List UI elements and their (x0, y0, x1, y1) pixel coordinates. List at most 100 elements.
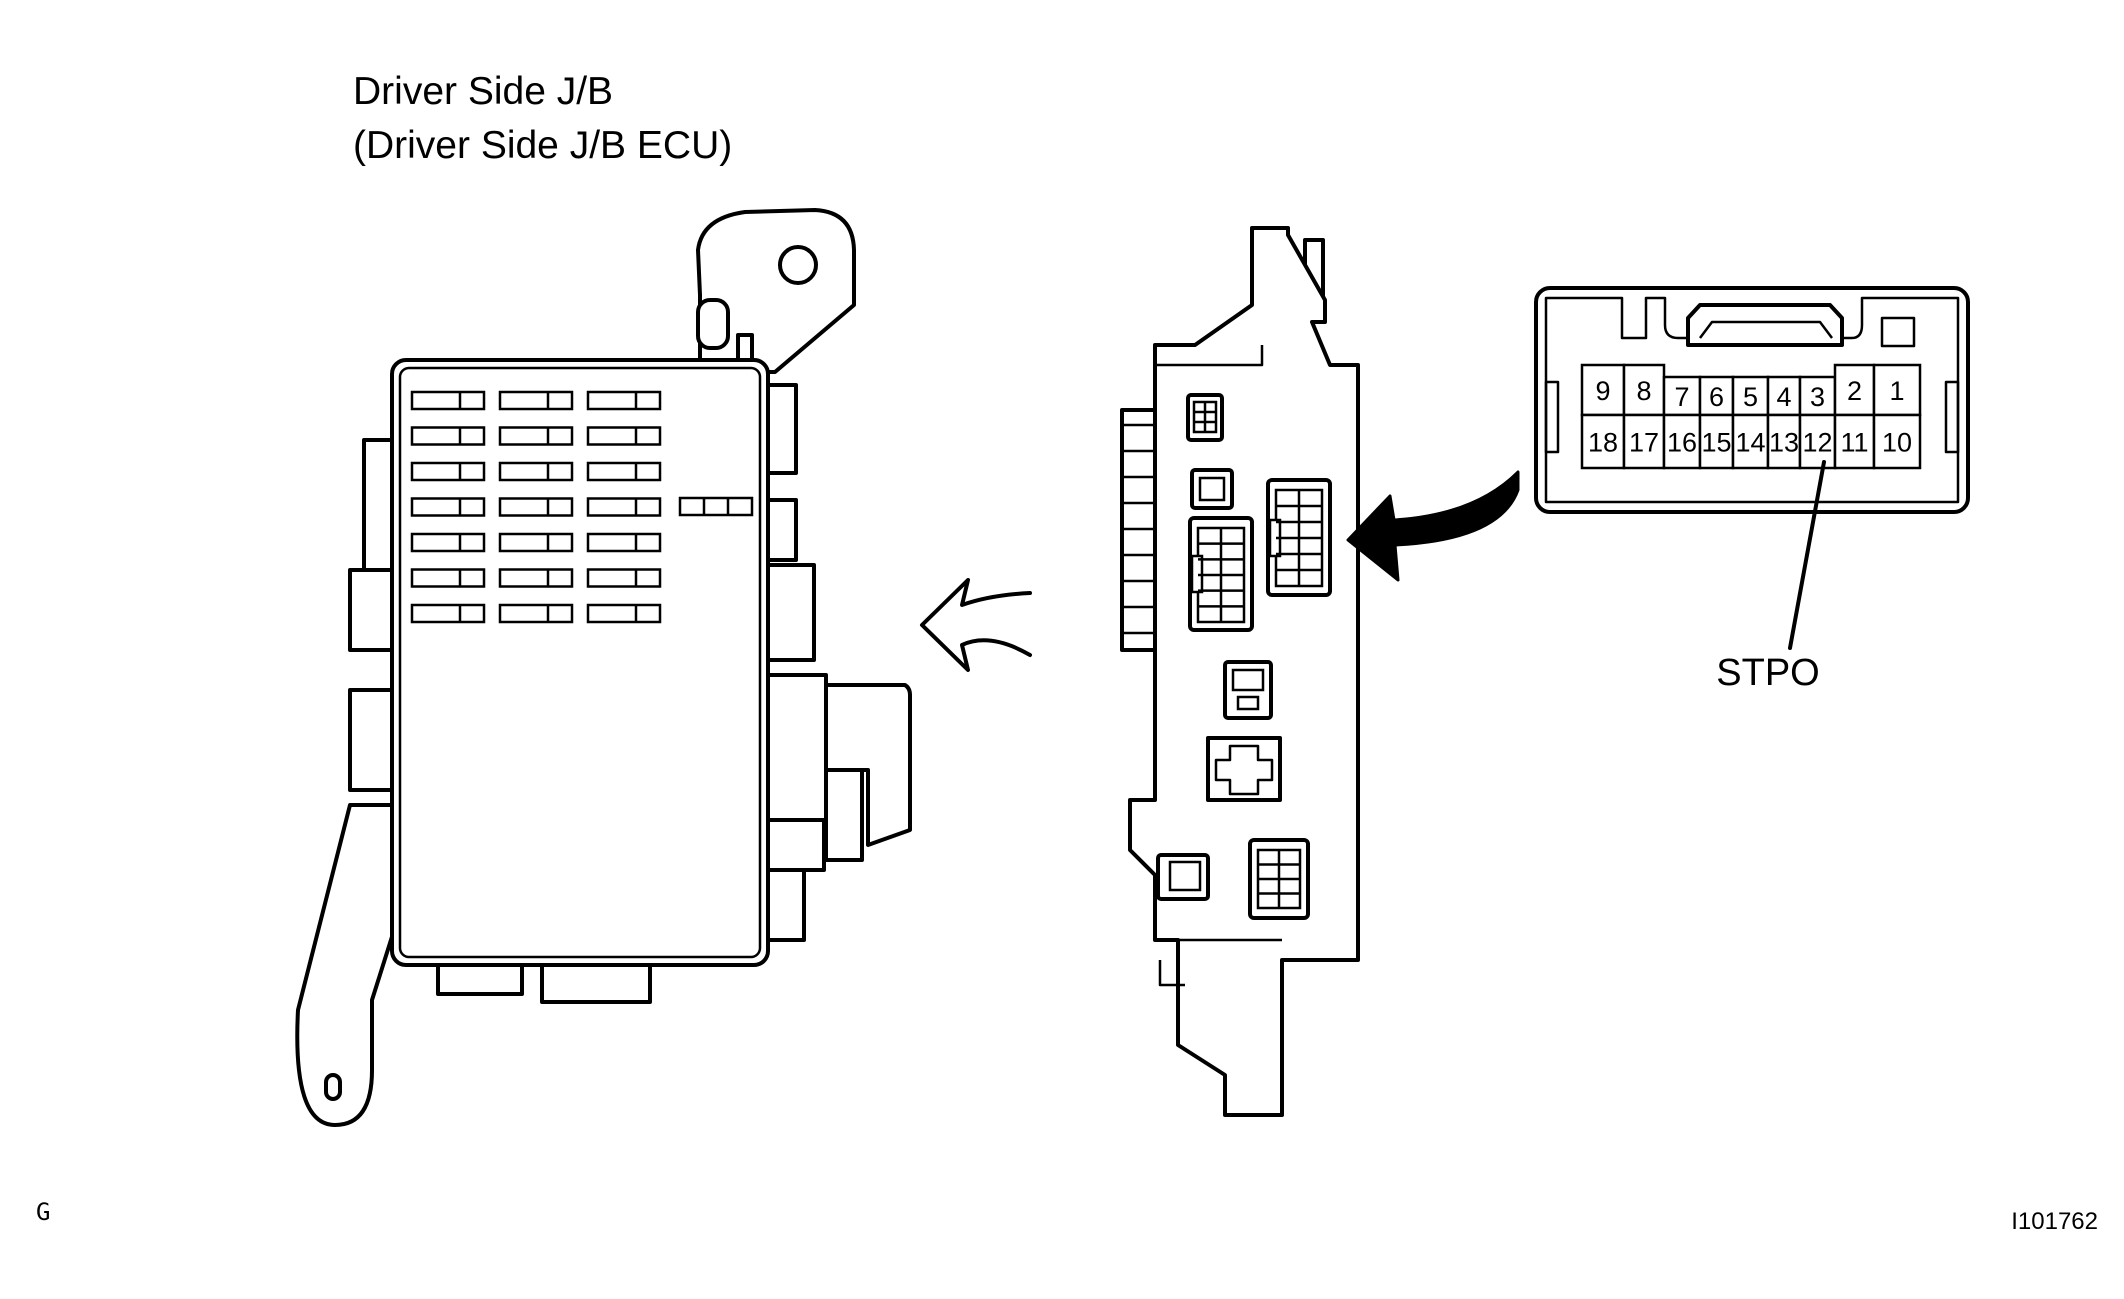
fuse-slot (410, 497, 486, 517)
connector-latch (1686, 303, 1844, 347)
footer-left-code: G (36, 1198, 50, 1226)
connector-pin-cell (1698, 413, 1735, 470)
connector-pin-number: 13 (1769, 428, 1799, 458)
connector-pin-number: 7 (1674, 382, 1689, 412)
right-side-tab (766, 383, 798, 475)
connector-pin-number: 15 (1701, 428, 1731, 458)
bottom-mounting-bracket (295, 803, 404, 1127)
connector-pin-number: 6 (1709, 382, 1724, 412)
diagram-title-line2: (Driver Side J/B ECU) (353, 124, 732, 167)
connector-pin-number: 12 (1802, 428, 1832, 458)
connector-socket-inner (1231, 668, 1265, 692)
bracket-hole-bottom (324, 1073, 342, 1101)
rear-side-rib-lines (1122, 423, 1156, 635)
figure-id: I101762 (2011, 1208, 2098, 1235)
left-side-tab (348, 568, 394, 652)
connector-pin-number: 1 (1889, 376, 1904, 406)
fuse-slot (586, 426, 662, 446)
connector-pin-cell (1580, 413, 1626, 470)
junction-block-body-inner (398, 366, 762, 959)
connector-pin-cell (1833, 363, 1876, 417)
rear-view-edge-line (1155, 345, 1264, 367)
connector-socket-inner (1168, 860, 1202, 892)
connector-pin-number: 4 (1776, 382, 1791, 412)
left-side-tab (348, 688, 394, 792)
fuse-slot (410, 390, 486, 411)
connector-latch-detail (1699, 320, 1833, 339)
fuse-slot (498, 497, 574, 517)
fuse-slot (586, 497, 662, 517)
fuse-slot (498, 532, 574, 553)
fuse-slot (586, 603, 662, 624)
connector-pin-cell (1833, 413, 1876, 470)
connector-pin-number: 2 (1847, 376, 1862, 406)
top-mounting-bracket (696, 208, 856, 374)
connector-pin-cell (1731, 413, 1770, 470)
rear-view-detail-line (1158, 960, 1185, 987)
connector-pin-number: 9 (1595, 376, 1610, 406)
connector-socket-inner (1214, 744, 1274, 796)
right-side-connector (766, 673, 828, 822)
fuse-slot (498, 426, 574, 446)
fuse-slot (498, 461, 574, 482)
connector-pin-number: 18 (1588, 428, 1618, 458)
connector-pin-number: 8 (1636, 376, 1651, 406)
fuse-slot (586, 461, 662, 482)
right-side-tab (766, 868, 806, 942)
fuse-grid (410, 390, 754, 624)
connector-pin-number: 17 (1629, 428, 1659, 458)
connector-pin-number: 3 (1810, 382, 1825, 412)
junction-block-rear-view (1120, 226, 1360, 1117)
connector-socket-inner (1236, 695, 1260, 711)
right-side-connector (824, 768, 864, 862)
bracket-hole-top (778, 245, 818, 285)
connector-pin-cell (1766, 375, 1802, 417)
fuse-slot (410, 461, 486, 482)
connector-pin-number: 16 (1667, 428, 1697, 458)
connector-side-key (1544, 380, 1560, 454)
connector-pin-cell (1698, 375, 1735, 417)
connector-pin-cell (1766, 413, 1802, 470)
fuse-slot (586, 568, 662, 588)
diagram-title-line1: Driver Side J/B (353, 70, 613, 113)
left-side-tab (362, 438, 394, 572)
connector-pin-number: 10 (1882, 428, 1912, 458)
connector-location-arrow-icon (1346, 470, 1520, 582)
fuse-slot (410, 532, 486, 553)
right-side-tab (766, 498, 798, 562)
connector-socket (1206, 736, 1282, 802)
connector-socket-pins (1194, 402, 1322, 908)
junction-block-body (390, 358, 770, 967)
connector-key-slot (1880, 316, 1916, 348)
fuse-slot (410, 426, 486, 446)
right-side-tab (766, 563, 816, 662)
fuse-slot (586, 532, 662, 553)
right-side-connector-housing (824, 683, 912, 847)
connector-pin-cell (1798, 413, 1837, 470)
view-direction-arrow-icon (920, 578, 1032, 672)
connector-pin-number: 11 (1840, 428, 1868, 458)
connector-pin-number: 5 (1743, 382, 1758, 412)
connector-side-key (1944, 380, 1960, 454)
fuse-slot (498, 568, 574, 588)
bracket-tab (696, 298, 730, 350)
connector-pin-number: 14 (1735, 428, 1765, 458)
fuse-slot (410, 603, 486, 624)
junction-block-front-view (295, 208, 912, 1127)
connector-socket-inner (1198, 476, 1226, 502)
fuse-slot (498, 603, 574, 624)
fuse-slot (410, 568, 486, 588)
curved-arrow-shape (1346, 470, 1520, 582)
right-side-tab (766, 818, 826, 872)
fuse-slot (678, 496, 754, 517)
connector-pin-cell (1872, 413, 1922, 470)
connector-pin-cell (1872, 363, 1922, 417)
stpo-callout-label: STPO (1716, 652, 1819, 694)
fuse-slot (586, 390, 662, 411)
fuse-slot (498, 390, 574, 411)
stpo-callout-line (1788, 460, 1826, 650)
connector-pin-cell (1622, 413, 1666, 470)
